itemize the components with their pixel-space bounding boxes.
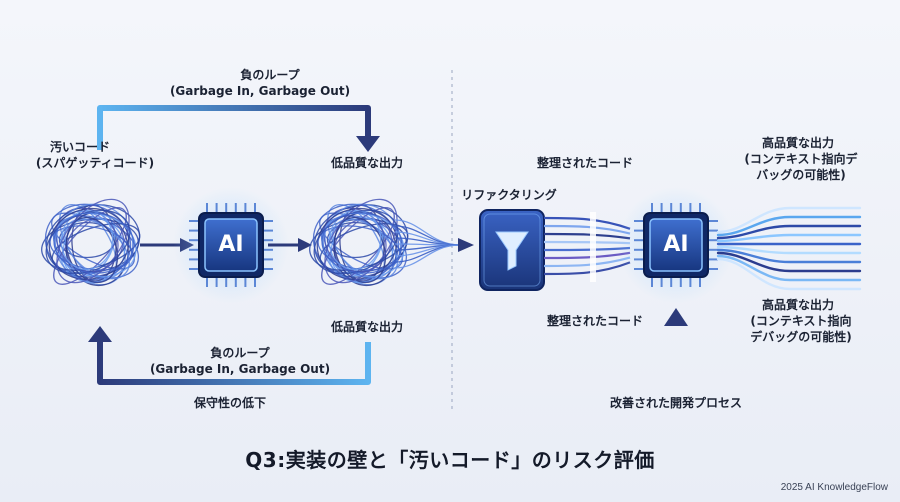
footer-credit: 2025 AI KnowledgeFlow — [780, 482, 888, 493]
bottom-loop-title: 負のループ — [210, 346, 270, 360]
clean-code-bottom-label: 整理されたコード — [546, 314, 643, 328]
top-loop-arrowhead — [356, 136, 380, 152]
high-quality-top-1: 高品質な出力 — [761, 136, 834, 150]
bottom-loop-arrow — [97, 340, 371, 385]
bottom-loop-subtitle: (Garbage In, Garbage Out) — [149, 362, 331, 376]
high-quality-top-2: (コンテキスト指向デ — [744, 152, 858, 166]
clean-code-lines — [543, 212, 631, 282]
tangle-to-filter-lines — [394, 219, 461, 269]
page-title: Q3:実装の壁と「汚いコード」のリスク評価 — [245, 448, 655, 472]
funnel-icon — [479, 209, 545, 291]
ai-chip-left — [173, 187, 289, 303]
top-loop-arrow — [97, 105, 371, 150]
high-quality-bottom-1: 高品質な出力 — [761, 298, 834, 312]
ai-chip-right — [618, 187, 734, 303]
improved-process-label: 改善された開発プロセス — [609, 396, 742, 410]
dirty-code-sublabel: (スパゲッティコード) — [35, 156, 155, 170]
tangled-code-input — [41, 198, 141, 287]
maintainability-label: 保守性の低下 — [193, 396, 266, 410]
ai-chip-left-label: AI — [218, 232, 244, 257]
top-loop-title: 負のループ — [240, 68, 300, 82]
high-quality-bottom-2: (コンテキスト指向 — [750, 314, 852, 328]
low-quality-output-bottom: 低品質な出力 — [330, 320, 403, 334]
high-quality-bottom-3: デバッグの可能性) — [750, 330, 852, 344]
top-loop-subtitle: (Garbage In, Garbage Out) — [169, 84, 351, 98]
clean-code-top-label: 整理されたコード — [536, 156, 633, 170]
bottom-loop-arrowhead — [88, 326, 112, 342]
tangled-code-output — [309, 198, 409, 287]
dirty-code-label: 汚いコード — [49, 140, 110, 154]
arrow-to-refactor — [458, 238, 474, 252]
low-quality-output-top: 低品質な出力 — [330, 156, 403, 170]
refactoring-label: リファクタリング — [461, 188, 557, 202]
high-quality-output-streams — [716, 206, 862, 291]
high-quality-top-3: バッグの可能性) — [756, 168, 846, 182]
ai-chip-right-label: AI — [663, 232, 689, 257]
